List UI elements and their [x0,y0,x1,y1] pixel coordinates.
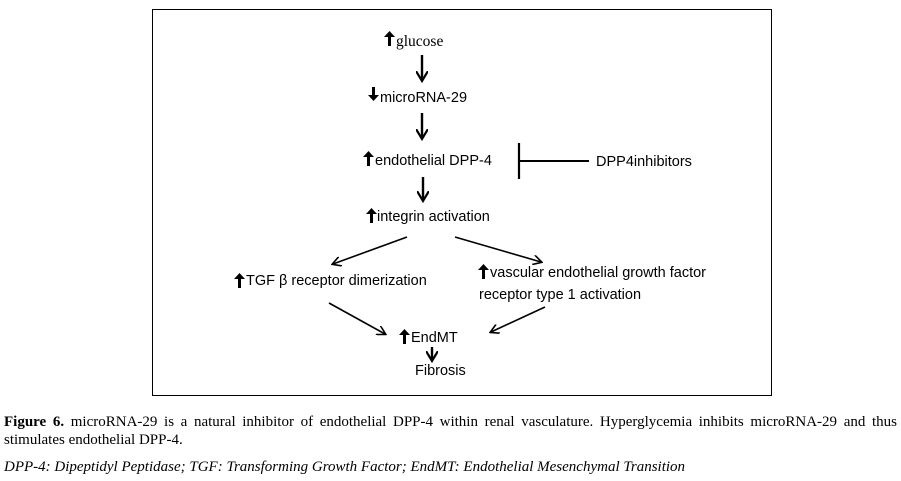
arrow-integrin-to-vegf [454,236,541,262]
tgf-up-icon [234,273,245,288]
diagram-frame [152,9,772,396]
node-microrna: microRNA-29 [380,90,467,106]
vegf-up-icon [478,264,489,279]
caption-text: microRNA-29 is a natural inhibitor of en… [4,414,897,448]
microrna-down-icon [368,87,379,101]
integrin-up-icon [366,208,377,223]
caption-label: Figure 6. [4,414,65,430]
caption-abbreviations: DPP-4: Dipeptidyl Peptidase; TGF: Transf… [4,459,686,475]
node-vegf-line2: receptor type 1 activation [479,287,641,303]
node-glucose: glucose [396,33,443,50]
arrow-vegf-to-endmt [491,306,546,332]
node-dpp4: endothelial DPP-4 [375,153,492,169]
arrow-integrin-to-tgf [333,236,408,264]
node-integrin: integrin activation [377,209,490,225]
dpp4-up-icon [363,151,374,166]
node-fibrosis: Fibrosis [415,363,466,379]
endmt-up-icon [399,329,410,344]
flow-diagram: glucose microRNA-29 endothelial DPP-4 DP… [234,31,706,379]
node-dpp4-inhibitors: DPP4inhibitors [596,154,692,170]
arrow-tgf-to-endmt [328,302,385,334]
node-endmt: EndMT [411,330,458,346]
node-tgf: TGF β receptor dimerization [246,273,427,289]
figure-caption: Figure 6. microRNA-29 is a natural inhib… [4,413,897,449]
node-vegf-line1: vascular endothelial growth factor [490,265,706,281]
glucose-up-icon [384,31,395,46]
